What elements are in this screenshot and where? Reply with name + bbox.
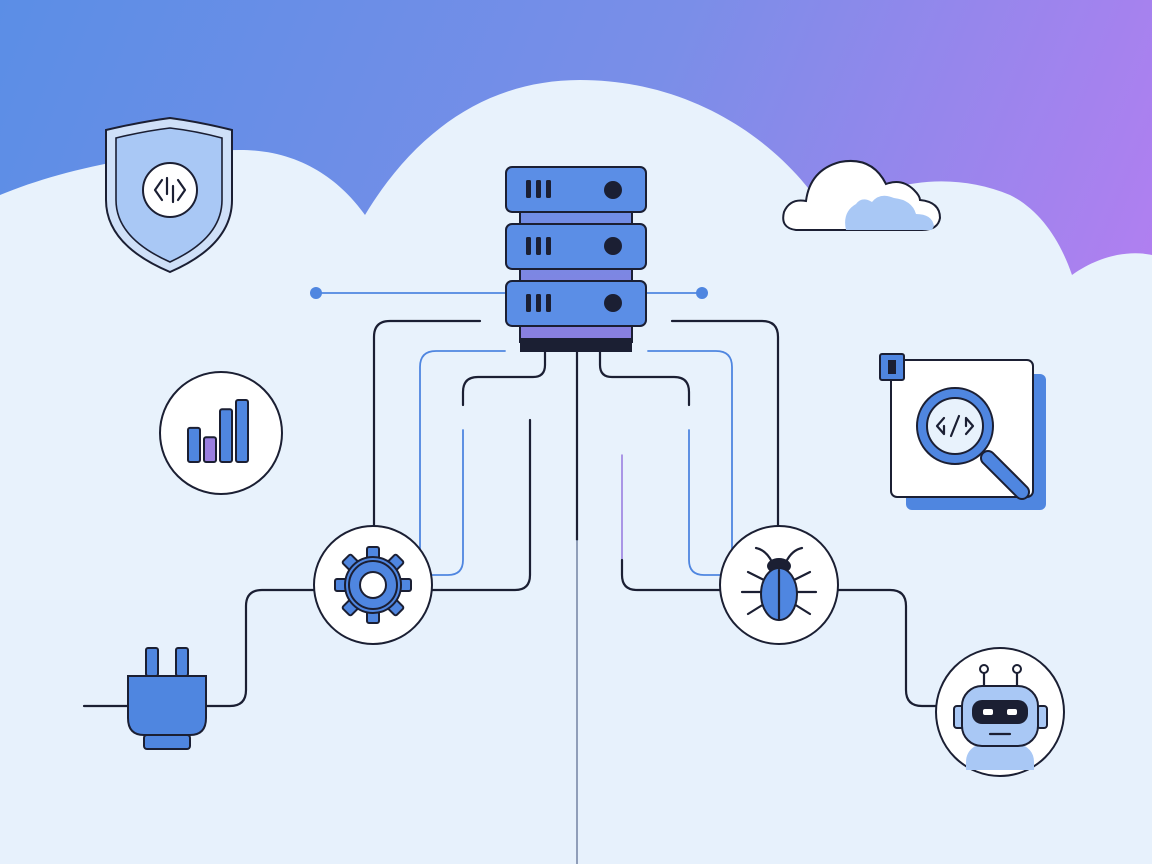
gear-icon xyxy=(313,525,433,645)
connector-dot-left xyxy=(310,287,322,299)
server-unit-2 xyxy=(505,223,647,270)
bar-chart-icon xyxy=(159,371,283,495)
bar-chart-bar xyxy=(219,408,233,463)
server-unit-1 xyxy=(505,166,647,213)
robot-icon xyxy=(935,647,1065,777)
server-rack-icon xyxy=(505,166,647,352)
server-unit-3 xyxy=(505,280,647,327)
bar-chart-bar xyxy=(187,426,201,463)
bug-icon xyxy=(719,525,839,645)
connector-dot-right xyxy=(696,287,708,299)
bar-chart-bar xyxy=(203,436,217,464)
connection-lines xyxy=(82,287,938,864)
bar-chart-bar xyxy=(235,399,249,463)
cloud-icon xyxy=(782,160,942,231)
plug-icon xyxy=(127,647,207,750)
shield-code-icon xyxy=(105,116,233,274)
code-search-icon xyxy=(879,353,1046,510)
